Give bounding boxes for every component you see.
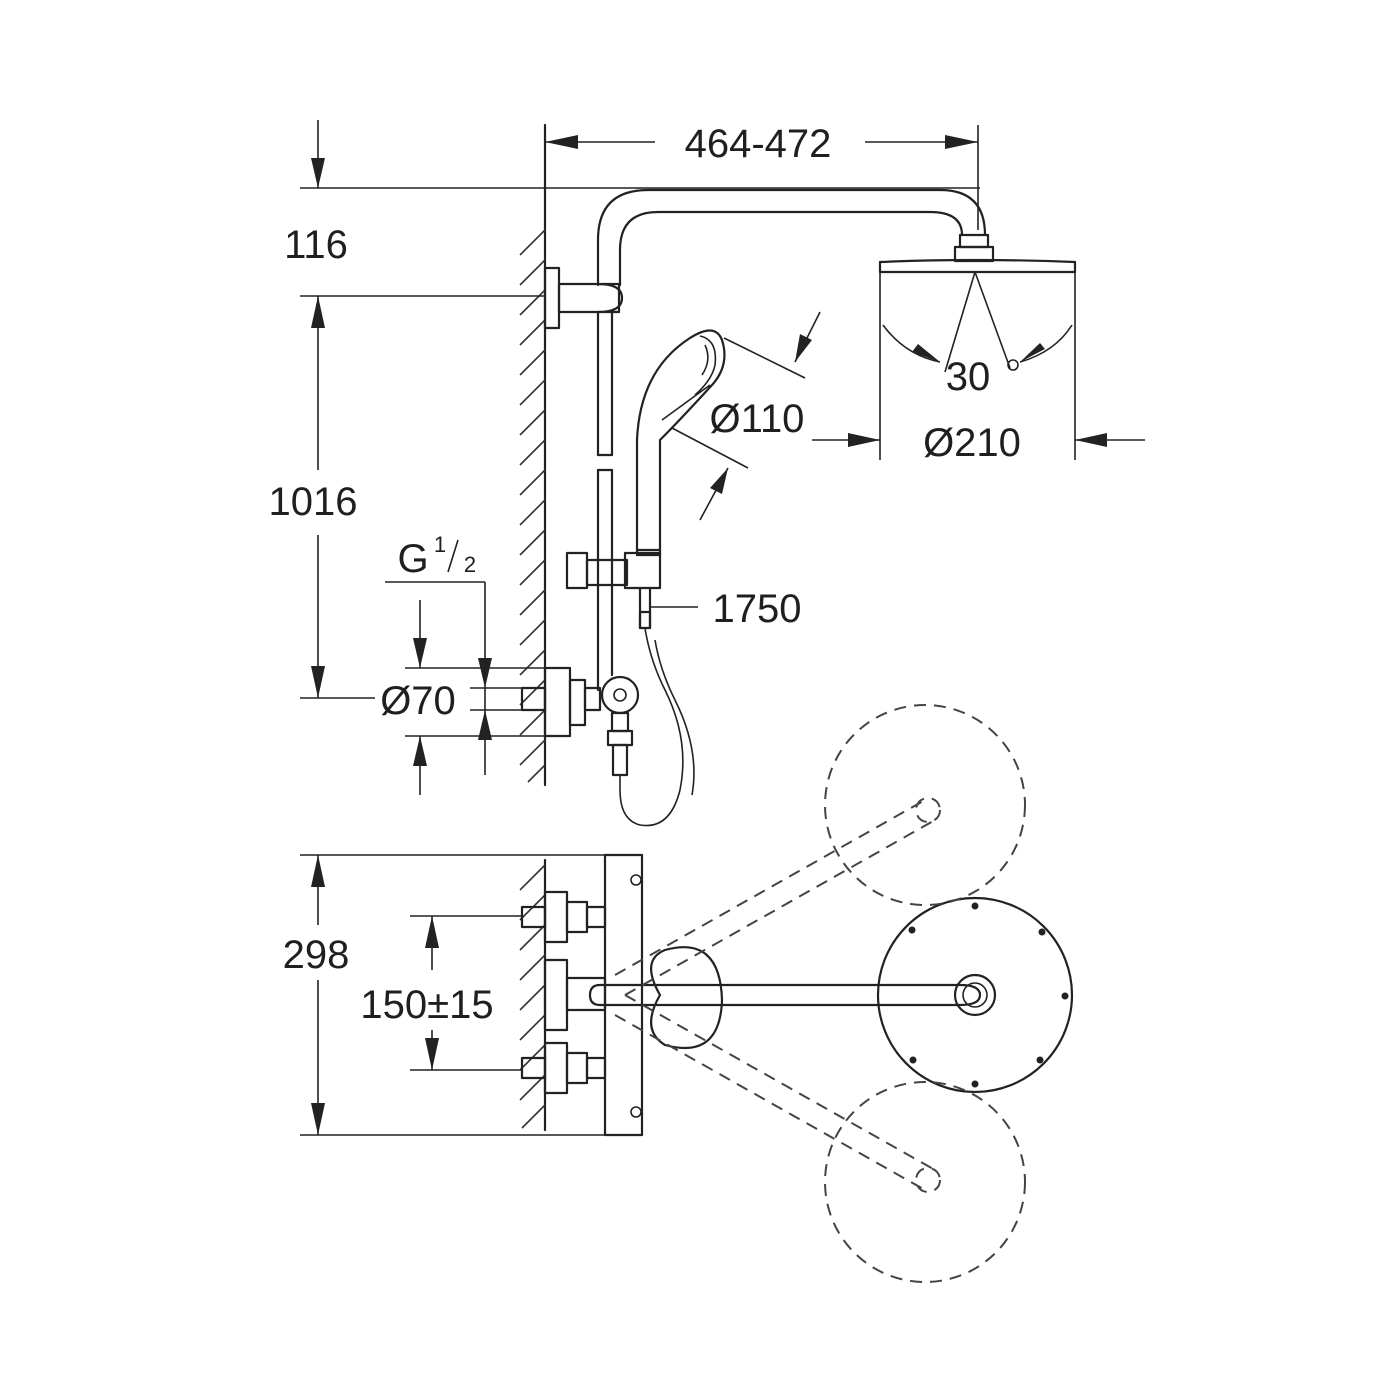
arm-reach-dimension: 464-472 [544,122,979,230]
wall-hatch-lower [519,858,547,1132]
mixer-depth-label: 298 [283,933,350,977]
hand-shower [635,329,726,557]
shower-arm [596,188,995,287]
inlet-spacing-label: 150±15 [360,983,493,1027]
connection-fraction-denominator: 2 [464,552,476,577]
shower-arm-plan [588,946,982,1050]
head-diameter-label: Ø210 [923,421,1021,465]
connection-dimensions: G 1 2 Ø70 [380,532,545,795]
head-diameter-dimension: Ø210 [812,421,1145,465]
shower-hose [619,627,684,827]
top-offset-label: 116 [284,223,348,267]
flange-diameter-label: Ø70 [380,679,456,723]
upper-wall-bracket [543,266,624,330]
hand-shower-diameter-label: Ø110 [710,397,805,441]
rail-height-label: 1016 [269,480,358,524]
mixer-depth-dimension: 298 [283,855,350,1135]
hose-length-label: 1750 [713,587,802,631]
wall-hatch-upper [519,123,547,787]
thermostat-body [520,853,644,1137]
hose-length-dimension: 1750 [650,587,801,631]
slider-holder [565,551,662,630]
top-offset-dimension: 116 [284,120,545,297]
hand-shower-diameter-dimension: Ø110 [671,311,821,521]
rail-height-dimension: 1016 [269,296,375,699]
connection-thread-label: G [397,537,428,581]
arm-reach-label: 464-472 [685,122,832,166]
shower-rail [596,310,614,692]
spray-angle-label: 30 [946,355,991,399]
degree-icon [1007,359,1019,371]
inlet-spacing-dimension: 150±15 [360,915,522,1071]
elevation-view: 464-472 116 1016 [269,120,1145,827]
head-shower: 30 [878,258,1077,460]
plan-view: 298 150±15 [283,704,1074,1283]
swivel-positions [614,704,1026,1283]
lower-wall-connection [520,666,640,777]
connection-fraction-numerator: 1 [434,532,446,557]
head-shower-plan [876,896,1074,1094]
